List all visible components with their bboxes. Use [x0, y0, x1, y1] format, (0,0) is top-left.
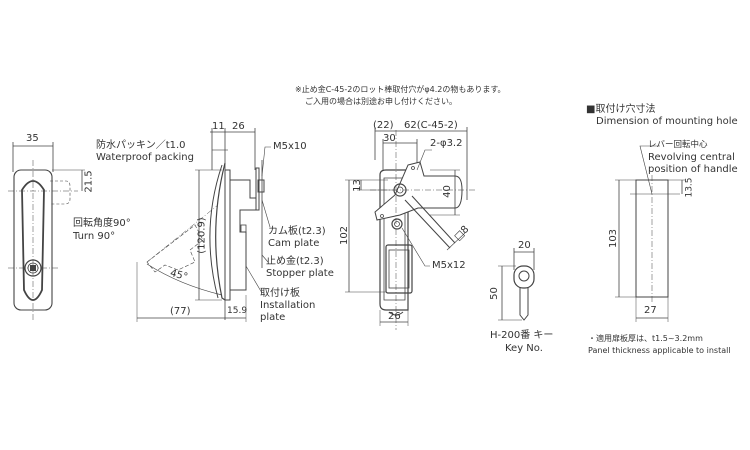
- mounting-hole-drawing: [615, 145, 686, 322]
- front-view-handle: [8, 142, 85, 320]
- dim-102: 102: [339, 225, 351, 246]
- center-label-jp: レバー回転中心: [648, 140, 708, 150]
- turn-label-jp: 回転角度90°: [73, 218, 131, 229]
- dim-62: 62(C-45-2): [404, 120, 458, 131]
- depth-dim: 15.9: [227, 306, 248, 316]
- center-label-en-2: position of handle: [648, 164, 738, 175]
- dim-22: (22): [373, 120, 394, 131]
- panel-thickness-en: Panel thickness applicable to install: [588, 346, 731, 355]
- dim-103: 103: [608, 228, 620, 249]
- screw-m5x12: M5x12: [432, 260, 466, 271]
- packing-label-en: Waterproof packing: [96, 152, 194, 163]
- install-label-jp: 取付け板: [260, 288, 300, 299]
- swing-dim: (77): [170, 306, 191, 317]
- stopper-label-en: Stopper plate: [266, 268, 334, 279]
- front-width-dim: 35: [26, 133, 39, 144]
- panel-thickness-jp: ・適用扉板厚は、t1.5~3.2mm: [588, 334, 703, 343]
- cam-label-en: Cam plate: [268, 238, 320, 249]
- holes-label: 2-φ3.2: [430, 138, 463, 149]
- front-offset-dim: 21.5: [83, 170, 95, 193]
- note-line-2: ご入用の場合は別途お申し付けください。: [305, 97, 457, 106]
- install-label-en-1: Installation: [260, 300, 316, 311]
- key-name-jp: H-200番 キー: [490, 330, 554, 341]
- packing-label-jp: 防水パッキン／t1.0: [96, 140, 186, 151]
- dim-40: 40: [441, 185, 453, 198]
- key-name-en: Key No.: [505, 343, 543, 354]
- rear-dim-26: 26: [388, 311, 401, 322]
- screw-m5x10: M5x10: [273, 141, 307, 152]
- mounting-title-en: Dimension of mounting hole: [596, 116, 738, 127]
- stopper-label-jp: 止め金(t2.3): [266, 256, 324, 267]
- dim-26: 26: [232, 121, 245, 132]
- cam-label-jp: カム板(t2.3): [268, 226, 326, 237]
- key-length-dim: 50: [488, 287, 500, 300]
- side-view: [136, 128, 271, 322]
- dim-27: 27: [644, 305, 657, 316]
- note-line-1: ※止め金C-45-2のロット棒取付穴がφ4.2の物もあります。: [295, 85, 506, 94]
- height-dim: (120.9): [196, 217, 208, 254]
- turn-label-en: Turn 90°: [73, 231, 116, 242]
- dim-30: 30: [383, 133, 396, 144]
- key-width-dim: 20: [518, 240, 531, 251]
- dim-13: 13: [351, 179, 363, 192]
- mounting-title-jp: ■取付け穴寸法: [586, 104, 656, 115]
- dim-11: 11: [212, 121, 225, 132]
- center-label-en-1: Revolving central: [648, 152, 735, 163]
- install-label-en-2: plate: [260, 312, 286, 323]
- rear-view: [345, 127, 475, 330]
- dim-13-5: 13.5: [684, 177, 695, 198]
- key-drawing: [498, 248, 535, 321]
